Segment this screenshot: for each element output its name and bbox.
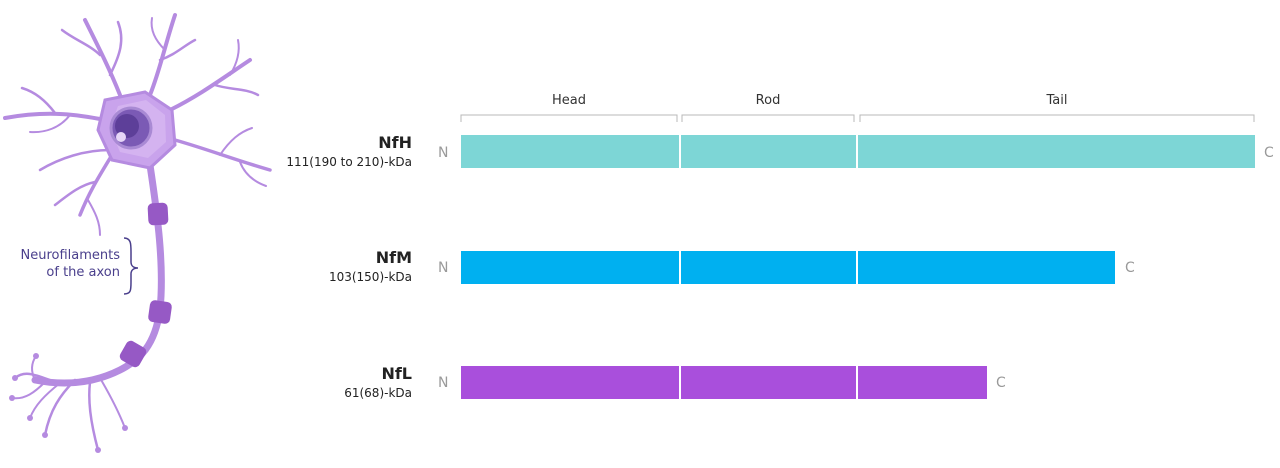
head-bracket — [460, 114, 678, 122]
nfm-kda: 103(150)-kDa — [328, 270, 412, 284]
neuron-label-line2: of the axon — [46, 265, 120, 280]
domain-rod-label: Rod — [755, 93, 781, 108]
nfl-bar — [461, 366, 987, 399]
rod-bracket — [681, 114, 855, 122]
domain-brackets — [460, 114, 1255, 122]
nfl-kda: 61(68)-kDa — [344, 386, 412, 400]
nfm-c-terminal: C — [1125, 260, 1135, 276]
domain-head-label: Head — [552, 93, 586, 108]
tail-bracket — [859, 114, 1255, 122]
domain-tail-label: Tail — [1046, 93, 1068, 108]
nfh-kda: 111(190 to 210)-kDa — [286, 155, 412, 169]
nfl-name: NfL — [381, 364, 412, 383]
nfh-n-terminal: N — [438, 145, 449, 161]
neuron-illustration — [3, 13, 272, 453]
neurofilaments-label: Neurofilaments of the axon — [14, 247, 120, 281]
nfm-name: NfM — [375, 248, 412, 267]
nfm-bar-fill — [461, 251, 1115, 284]
nfl-bar-fill — [461, 366, 987, 399]
nfl-n-terminal: N — [438, 375, 449, 391]
nfm-n-terminal: N — [438, 260, 449, 276]
nfl-c-terminal: C — [996, 375, 1006, 391]
nfh-name: NfH — [378, 133, 412, 152]
nfh-bar — [461, 135, 1255, 168]
nfh-c-terminal: C — [1264, 145, 1274, 161]
nfm-bar — [461, 251, 1115, 284]
neuron-label-line1: Neurofilaments — [20, 248, 120, 263]
